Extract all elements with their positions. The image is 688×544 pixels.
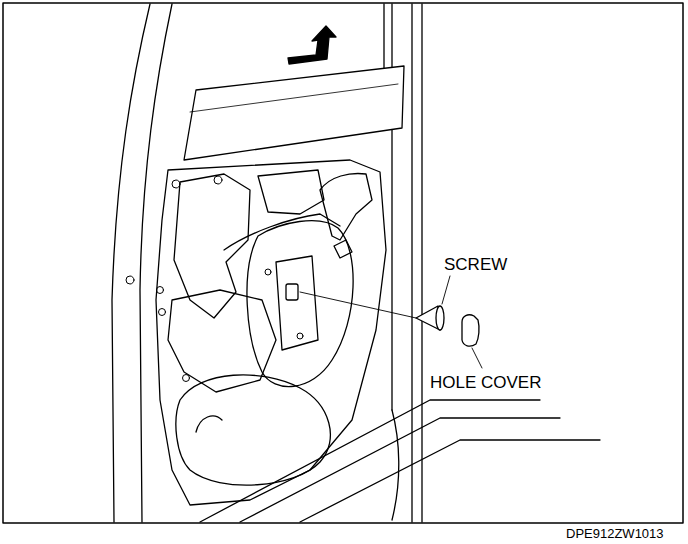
handle-bracket [320, 174, 372, 240]
door-pillar [412, 4, 422, 522]
inner-panel [156, 160, 386, 505]
panel-bracket [258, 170, 324, 214]
speaker-area [176, 375, 330, 485]
door-edge [112, 4, 150, 522]
leader-line [442, 276, 450, 304]
figure-code: DPE912ZW1013 [566, 527, 664, 540]
door-sill [200, 400, 600, 522]
door-edge [384, 4, 392, 410]
part-name: SCREW [444, 256, 507, 273]
window-glass [184, 66, 404, 160]
leader-line [472, 348, 482, 368]
speaker-detail [196, 416, 222, 432]
regulator [247, 221, 353, 387]
glass-edge [190, 84, 398, 112]
connector [334, 240, 352, 258]
screw-head [436, 306, 444, 330]
door-edge [392, 410, 399, 520]
service-hole [286, 284, 298, 300]
panel-bracket [174, 174, 250, 318]
assembly-line [300, 292, 416, 318]
direction-arrow [288, 26, 336, 64]
cable [224, 214, 340, 250]
part-name: HOLE COVER [430, 374, 541, 391]
figure-frame [3, 3, 683, 523]
hole-cover [462, 315, 479, 346]
module-plate [276, 256, 318, 350]
